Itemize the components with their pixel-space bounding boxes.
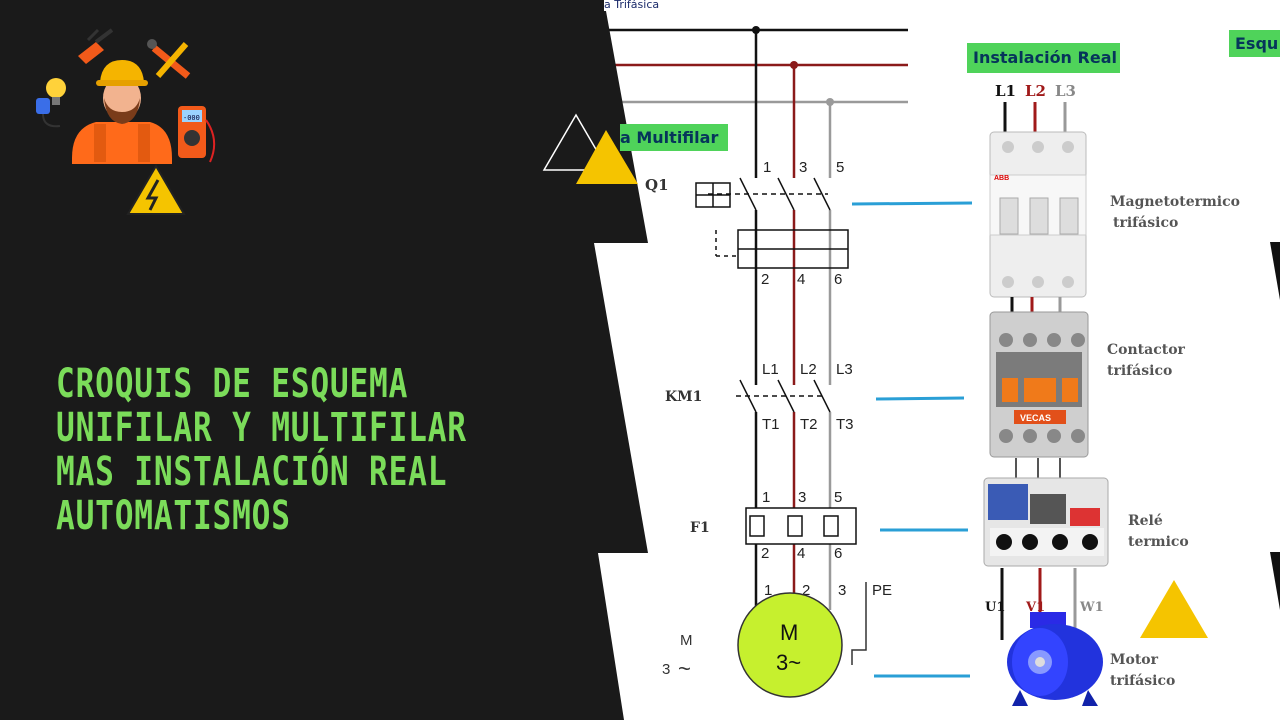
motor-symbol-3: 3~ [776, 650, 801, 675]
title-line-1: Croquis de Esquema [56, 361, 409, 407]
f1-term-6: 6 [834, 545, 842, 562]
thumbnail-title: Croquis de Esquema Unifilar y multifilar… [56, 362, 576, 538]
thermal-relay-image [983, 477, 1109, 567]
motor-side-tilde: ~ [678, 656, 691, 681]
f1-thermal-relay [745, 507, 857, 545]
plug-icon [36, 98, 61, 128]
title-line-3: mas instalación real [56, 449, 448, 495]
q1-term-3: 3 [799, 159, 807, 176]
svg-text:L1: L1 [995, 82, 1016, 100]
right-edge-mark-2 [1270, 552, 1280, 610]
q1-term-5: 5 [836, 159, 844, 176]
label-motor: Motor trifásico [1110, 652, 1176, 689]
title-line-2: Unifilar y multifilar [56, 405, 467, 451]
f1-term-5: 5 [834, 489, 842, 506]
high-voltage-warning-icon [126, 164, 186, 215]
real-feed-wires [1003, 102, 1067, 132]
q1-switch [695, 177, 849, 269]
km1-term-t3: T3 [836, 416, 854, 433]
title-line-4: automatismos [56, 493, 291, 539]
motor-symbol-m: M [780, 620, 798, 645]
q1-term-4: 4 [797, 271, 805, 288]
real-phase-labels: L1 L2 L3 [995, 82, 1076, 100]
q1-label: Q1 [645, 176, 669, 194]
svg-text:L3: L3 [1055, 82, 1076, 100]
svg-text:U1: U1 [985, 600, 1005, 615]
outline-triangle-icon [542, 113, 610, 171]
pliers-icon [78, 28, 114, 64]
breaker-image: ABB [989, 131, 1087, 298]
f1-label: F1 [690, 520, 710, 536]
header-multifilar: a Multifilar [620, 124, 728, 151]
svg-text:L2: L2 [1025, 82, 1046, 100]
f1-term-3: 3 [798, 489, 806, 506]
km1-label: KM1 [665, 389, 702, 405]
tools-icon [147, 39, 191, 79]
pe-label: PE [872, 582, 892, 599]
breaker-brand: ABB [994, 175, 1009, 182]
svg-text:W1: W1 [1079, 600, 1104, 615]
q1-term-6: 6 [834, 271, 842, 288]
f1-term-4: 4 [797, 545, 805, 562]
q1-term-2: 2 [761, 271, 769, 288]
contactor-to-relay-wires [1015, 458, 1061, 478]
km1-term-t1: T1 [762, 416, 780, 433]
lightbulb-icon [46, 78, 66, 105]
pe-wire [851, 582, 867, 665]
km1-term-l2: L2 [800, 361, 817, 378]
header-trifasica: a Trifásica [604, 0, 668, 11]
motor-symbol [737, 592, 843, 698]
right-edge-mark-1 [1270, 242, 1280, 300]
label-rele: Relé termico [1128, 513, 1189, 550]
q1-term-1: 1 [763, 159, 771, 176]
connector-lines [851, 201, 973, 678]
motor-side-m: M [680, 632, 693, 649]
header-instalacion-real: Instalación Real [967, 43, 1120, 73]
f1-term-1: 1 [762, 489, 770, 506]
motor-term-2: 2 [802, 582, 810, 599]
label-magnetotermico: Magnetotermico trifásico [1110, 194, 1240, 231]
motor-term-1: 1 [764, 582, 772, 599]
yellow-triangle-icon [576, 130, 638, 184]
f1-term-2: 2 [761, 545, 769, 562]
header-esquema-right: Esqu [1229, 30, 1280, 57]
motor-term-3: 3 [838, 582, 846, 599]
contactor-image: VECAS [989, 311, 1089, 458]
contactor-brand: VECAS [1020, 413, 1051, 423]
km1-term-l1: L1 [762, 361, 779, 378]
motor-side-3: 3 [662, 661, 670, 678]
warning-triangle-icon [1140, 580, 1208, 638]
km1-term-l3: L3 [836, 361, 853, 378]
label-contactor: Contactor trifásico [1107, 342, 1185, 379]
electrician-icon [72, 60, 172, 164]
motor-image [1007, 612, 1103, 706]
km1-term-t2: T2 [800, 416, 818, 433]
multimeter-icon: -000 [178, 106, 216, 163]
multimeter-display: -000 [183, 114, 200, 122]
km1-contacts [736, 379, 831, 413]
